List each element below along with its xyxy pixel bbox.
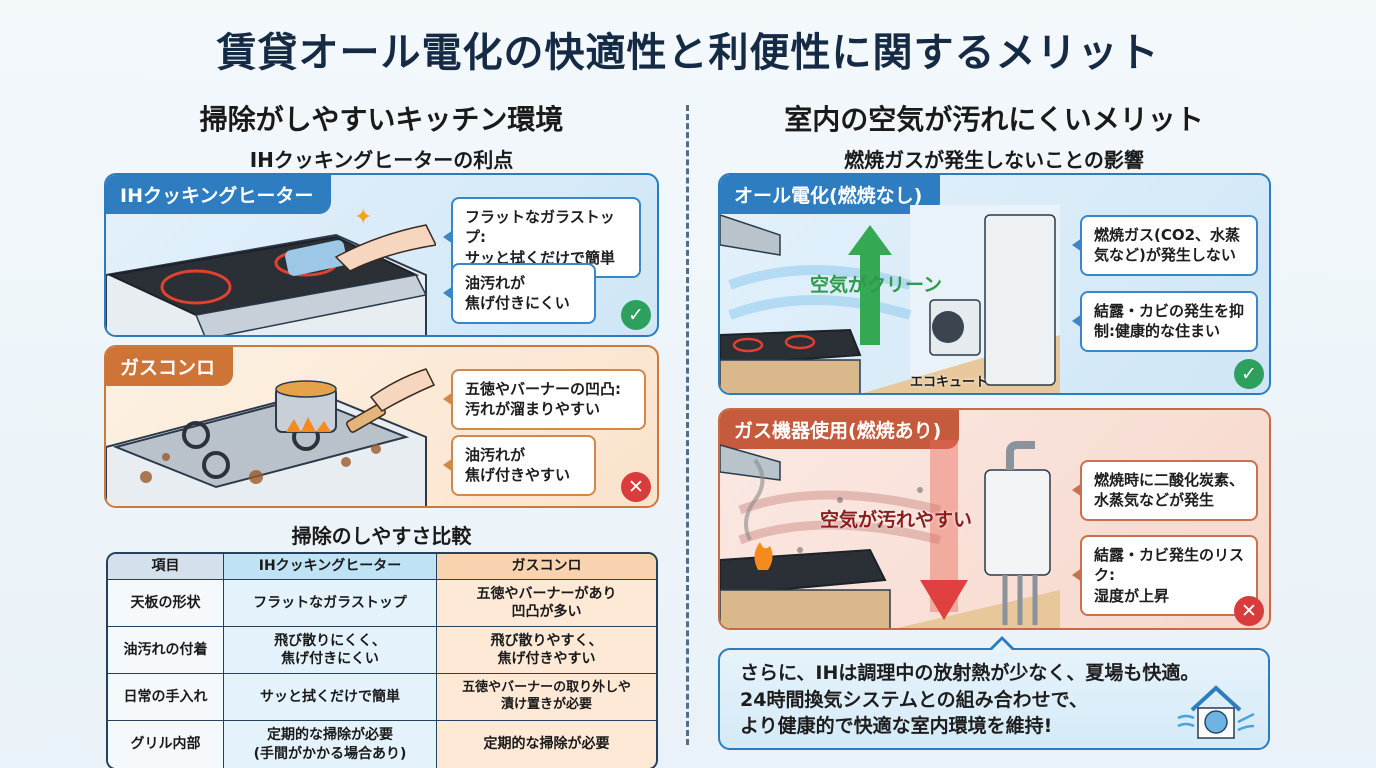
house-ventilation-icon xyxy=(1177,685,1255,739)
cross-icon: ✕ xyxy=(1234,596,1264,626)
gas-bubble-uneven: 五徳やバーナーの凹凸: 汚れが溜まりやすい xyxy=(451,369,646,430)
summary-line-1: さらに、IHは調理中の放射熱が少なく、夏場も快適。 xyxy=(740,662,1200,684)
gas-panel-tab: ガスコンロ xyxy=(106,347,234,386)
check-icon: ✓ xyxy=(1234,359,1264,389)
ih-panel-tab: IHクッキングヒーター xyxy=(106,175,332,214)
all-electric-room-illustration xyxy=(720,205,1060,393)
gas-bubble-co2: 燃焼時に二酸化炭素、 水蒸気などが発生 xyxy=(1080,460,1258,521)
electric-bubble-no-gas: 燃焼ガス(CO2、水蒸 気など)が発生しない xyxy=(1080,215,1258,276)
table-cell: 定期的な掃除が必要 (手間がかかる場合あり) xyxy=(224,721,437,768)
table-cell: グリル内部 xyxy=(108,721,224,768)
summary-line-3: より健康的で快適な室内環境を維持! xyxy=(740,715,1053,738)
summary-line-2: 24時間換気システムとの組み合わせで、 xyxy=(740,688,1088,711)
right-subheading: 燃焼ガスが発生しないことの影響 xyxy=(844,148,1144,172)
table-row: 日常の手入れ サッと拭くだけで簡単 五徳やバーナーの取り外しや 漬け置きが必要 xyxy=(108,674,656,721)
ih-cooktop-illustration xyxy=(106,224,436,335)
gas-room-illustration xyxy=(720,440,1060,628)
section-divider xyxy=(686,105,689,745)
gas-bubble-humidity: 結露・カビ発生のリスク: 湿度が上昇 xyxy=(1080,535,1258,616)
table-cell: 五徳やバーナーの取り外しや 漬け置きが必要 xyxy=(437,674,656,721)
table-cell: 油汚れの付着 xyxy=(108,627,224,674)
check-icon: ✓ xyxy=(621,300,651,330)
gas-stove-panel: ガスコンロ 五徳やバーナーの凹凸: 汚れが溜まりやすい 油汚れが 焦げ付きやすい… xyxy=(104,345,659,508)
table-cell: フラットなガラストップ xyxy=(224,580,437,627)
table-cell: 天板の形状 xyxy=(108,580,224,627)
table-cell: 五徳やバーナーがあり 凹凸が多い xyxy=(437,580,656,627)
table-row: 天板の形状 フラットなガラストップ 五徳やバーナーがあり 凹凸が多い xyxy=(108,580,656,627)
electric-panel-tab: オール電化(燃焼なし) xyxy=(720,175,941,214)
ecocute-label: エコキュート xyxy=(910,375,989,390)
table-header-gas: ガスコンロ xyxy=(437,554,656,580)
sparkle-icon: ✦ xyxy=(354,205,373,230)
table-cell: 日常の手入れ xyxy=(108,674,224,721)
ih-panel: IHクッキングヒーター ✦ フラットなガラストップ: サッと拭くだけで簡単 油汚… xyxy=(104,173,659,337)
ih-bubble-oil: 油汚れが 焦げ付きにくい xyxy=(451,263,596,324)
comparison-table: 項目 IHクッキングヒーター ガスコンロ 天板の形状 フラットなガラストップ 五… xyxy=(106,552,658,768)
table-header-ih: IHクッキングヒーター xyxy=(224,554,437,580)
table-row: グリル内部 定期的な掃除が必要 (手間がかかる場合あり) 定期的な掃除が必要 xyxy=(108,721,656,768)
gas-stove-illustration xyxy=(106,368,436,506)
table-cell: 飛び散りにくく、 焦げ付きにくい xyxy=(224,627,437,674)
dirty-air-label: 空気が汚れやすい xyxy=(820,509,973,531)
table-cell: 定期的な掃除が必要 xyxy=(437,721,656,768)
comparison-table-title: 掃除のしやすさ比較 xyxy=(291,524,472,548)
table-row: 油汚れの付着 飛び散りにくく、 焦げ付きにくい 飛び散りやすく、 焦げ付きやすい xyxy=(108,627,656,674)
all-electric-panel: オール電化(燃焼なし) 空気がクリーン エコキュート 燃焼ガス(CO2、水蒸 気… xyxy=(718,173,1271,395)
summary-callout: さらに、IHは調理中の放射熱が少なく、夏場も快適。 24時間換気システムとの組み… xyxy=(718,636,1270,750)
clean-air-label: 空気がクリーン xyxy=(810,274,943,296)
gas-appliance-panel-tab: ガス機器使用(燃焼あり) xyxy=(720,410,960,449)
gas-appliance-panel: ガス機器使用(燃焼あり) 空気が汚れやすい 燃焼時に二酸化炭素、 水蒸気などが発… xyxy=(718,408,1271,630)
page-title: 賃貸オール電化の快適性と利便性に関するメリット xyxy=(216,30,1160,76)
cross-icon: ✕ xyxy=(621,472,651,502)
electric-bubble-mold: 結露・カビの発生を抑 制:健康的な住まい xyxy=(1080,291,1258,352)
left-section-header: 掃除がしやすいキッチン環境 IHクッキングヒーターの利点 xyxy=(104,98,659,173)
gas-bubble-oil: 油汚れが 焦げ付きやすい xyxy=(451,435,596,496)
table-header-row: 項目 IHクッキングヒーター ガスコンロ xyxy=(108,554,656,580)
right-heading: 室内の空気が汚れにくいメリット xyxy=(784,103,1204,136)
right-section-header: 室内の空気が汚れにくいメリット 燃焼ガスが発生しないことの影響 xyxy=(718,98,1270,173)
table-cell: サッと拭くだけで簡単 xyxy=(224,674,437,721)
left-heading: 掃除がしやすいキッチン環境 xyxy=(199,103,564,136)
table-header-item: 項目 xyxy=(108,554,224,580)
table-cell: 飛び散りやすく、 焦げ付きやすい xyxy=(437,627,656,674)
left-subheading: IHクッキングヒーターの利点 xyxy=(249,148,514,172)
